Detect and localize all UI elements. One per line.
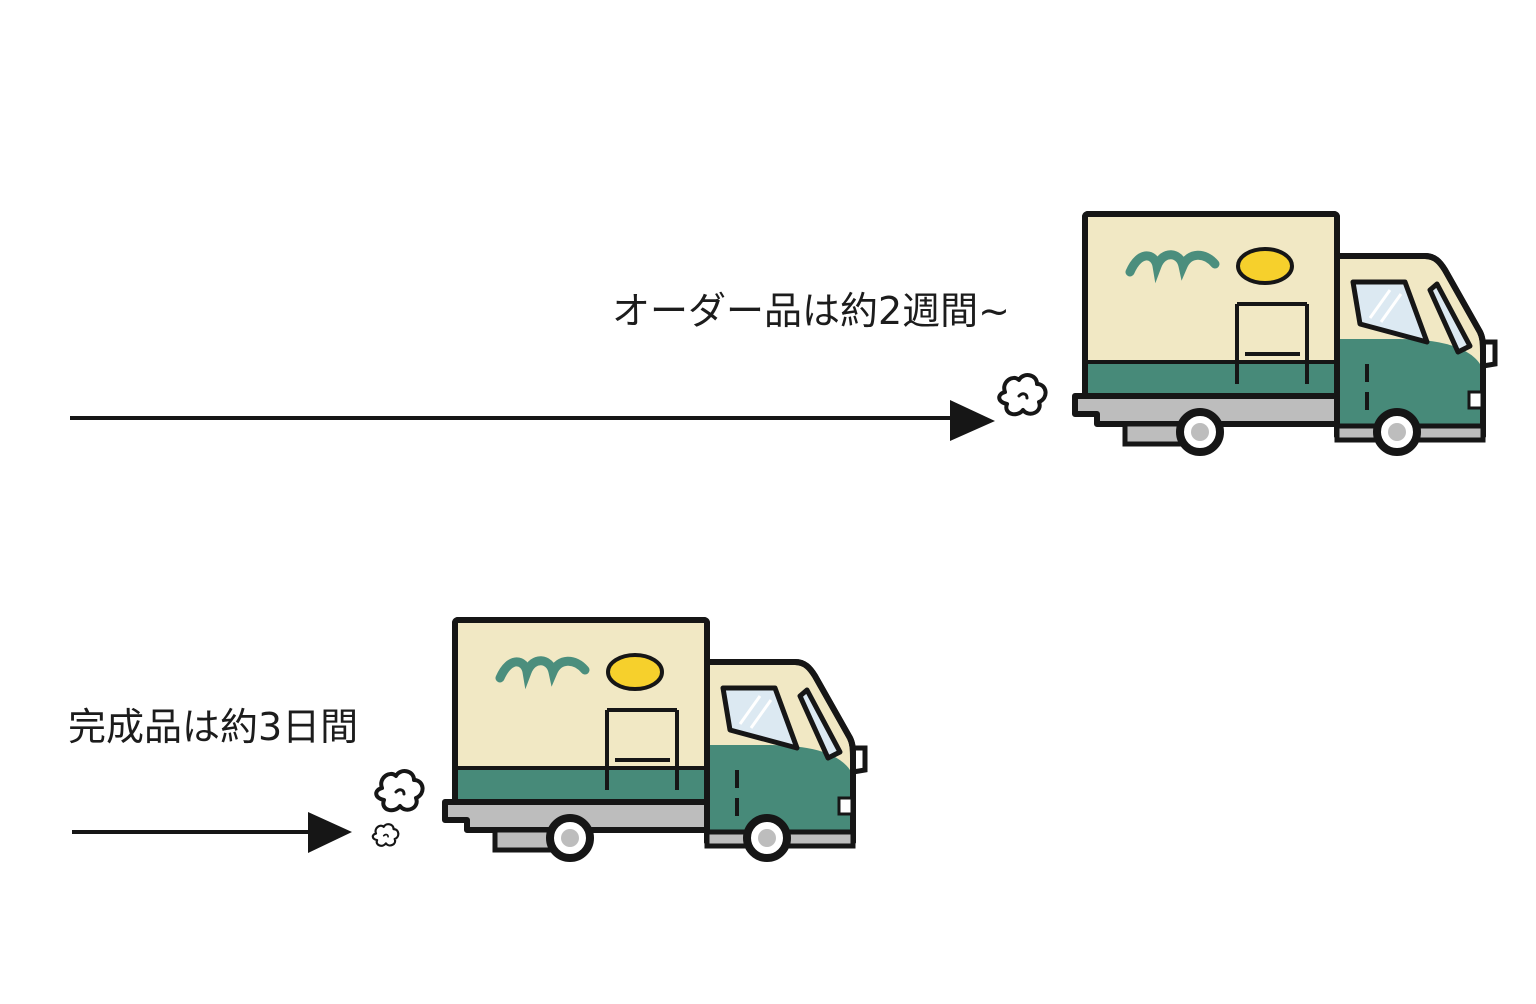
order-lead-time-label: オーダー品は約2週間~ bbox=[612, 289, 1011, 333]
ready-made-lead-time-label: 完成品は約3日間 bbox=[68, 705, 359, 749]
exhaust-smoke-icon bbox=[371, 823, 400, 847]
arrow-right-icon bbox=[950, 400, 995, 441]
delivery-truck-icon bbox=[1075, 214, 1495, 452]
arrow-right-icon bbox=[308, 812, 352, 853]
exhaust-smoke-icon bbox=[997, 373, 1048, 417]
exhaust-smoke-icon bbox=[374, 769, 425, 813]
delivery-truck-icon bbox=[445, 620, 865, 858]
